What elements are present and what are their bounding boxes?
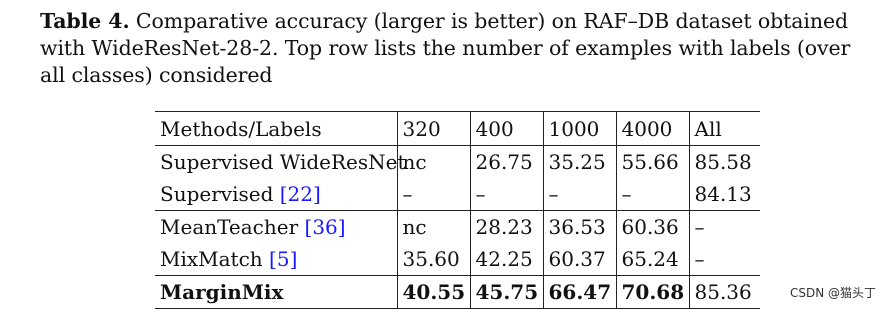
table-row-meanteacher: MeanTeacher [36] nc 28.23 36.53 60.36 –	[155, 210, 760, 244]
method-cell: MeanTeacher [36]	[155, 211, 397, 244]
header-methods-labels: Methods/Labels	[155, 111, 397, 146]
caption-label: Table 4.	[40, 9, 130, 33]
results-table: Methods/Labels 320 400 1000 4000 All Sup…	[155, 111, 760, 309]
method-cell: Supervised [22]	[155, 178, 397, 211]
header-4000: 4000	[615, 111, 689, 146]
method-name: MixMatch	[160, 247, 270, 271]
table-caption: Table 4. Comparative accuracy (larger is…	[40, 8, 874, 89]
value-cell: 42.25	[469, 243, 543, 276]
value-cell: 85.58	[688, 145, 760, 178]
value-cell: nc	[396, 145, 470, 178]
method-cell: Supervised WideResNet	[155, 146, 406, 179]
citation-link[interactable]: [5]	[269, 247, 298, 271]
value-cell: 85.36	[688, 275, 760, 309]
citation-link[interactable]: [22]	[279, 182, 321, 206]
method-cell: MarginMix	[155, 275, 397, 309]
header-400: 400	[469, 111, 543, 146]
value-cell: –	[688, 243, 760, 276]
method-name: Supervised WideResNet	[160, 150, 406, 174]
method-name: MeanTeacher	[160, 215, 305, 239]
results-table-wrapper: Methods/Labels 320 400 1000 4000 All Sup…	[155, 111, 760, 309]
value-cell: 60.36	[615, 210, 689, 243]
header-all: All	[688, 111, 760, 146]
table-header-row: Methods/Labels 320 400 1000 4000 All	[155, 111, 760, 146]
value-cell: 84.13	[688, 178, 760, 211]
watermark: CSDN @猫头丁	[789, 286, 876, 300]
header-320: 320	[396, 111, 470, 146]
value-cell: 65.24	[615, 243, 689, 276]
value-cell: 70.68	[615, 275, 689, 309]
method-name: Supervised	[160, 182, 280, 206]
value-cell: 36.53	[542, 210, 616, 243]
value-cell: 26.75	[469, 145, 543, 178]
value-cell: 55.66	[615, 145, 689, 178]
value-cell: 66.47	[542, 275, 616, 309]
method-name: MarginMix	[160, 280, 284, 304]
value-cell: 60.37	[542, 243, 616, 276]
citation-link[interactable]: [36]	[304, 215, 346, 239]
table-row-mixmatch: MixMatch [5] 35.60 42.25 60.37 65.24 –	[155, 243, 760, 276]
value-cell: 40.55	[396, 275, 470, 309]
value-cell: –	[615, 178, 689, 211]
table-row-supervised-wideresnet: Supervised WideResNet nc 26.75 35.25 55.…	[155, 145, 760, 179]
caption-text: Comparative accuracy (larger is better) …	[40, 9, 851, 87]
value-cell: –	[688, 210, 760, 243]
value-cell: 45.75	[469, 275, 543, 309]
header-1000: 1000	[542, 111, 616, 146]
value-cell: 35.25	[542, 145, 616, 178]
value-cell: –	[396, 178, 470, 211]
value-cell: 28.23	[469, 210, 543, 243]
method-cell: MixMatch [5]	[155, 243, 397, 276]
table-row-supervised: Supervised [22] – – – – 84.13	[155, 178, 760, 211]
value-cell: –	[469, 178, 543, 211]
value-cell: nc	[396, 210, 470, 243]
table-row-marginmix: MarginMix 40.55 45.75 66.47 70.68 85.36	[155, 275, 760, 309]
value-cell: –	[542, 178, 616, 211]
value-cell: 35.60	[396, 243, 470, 276]
